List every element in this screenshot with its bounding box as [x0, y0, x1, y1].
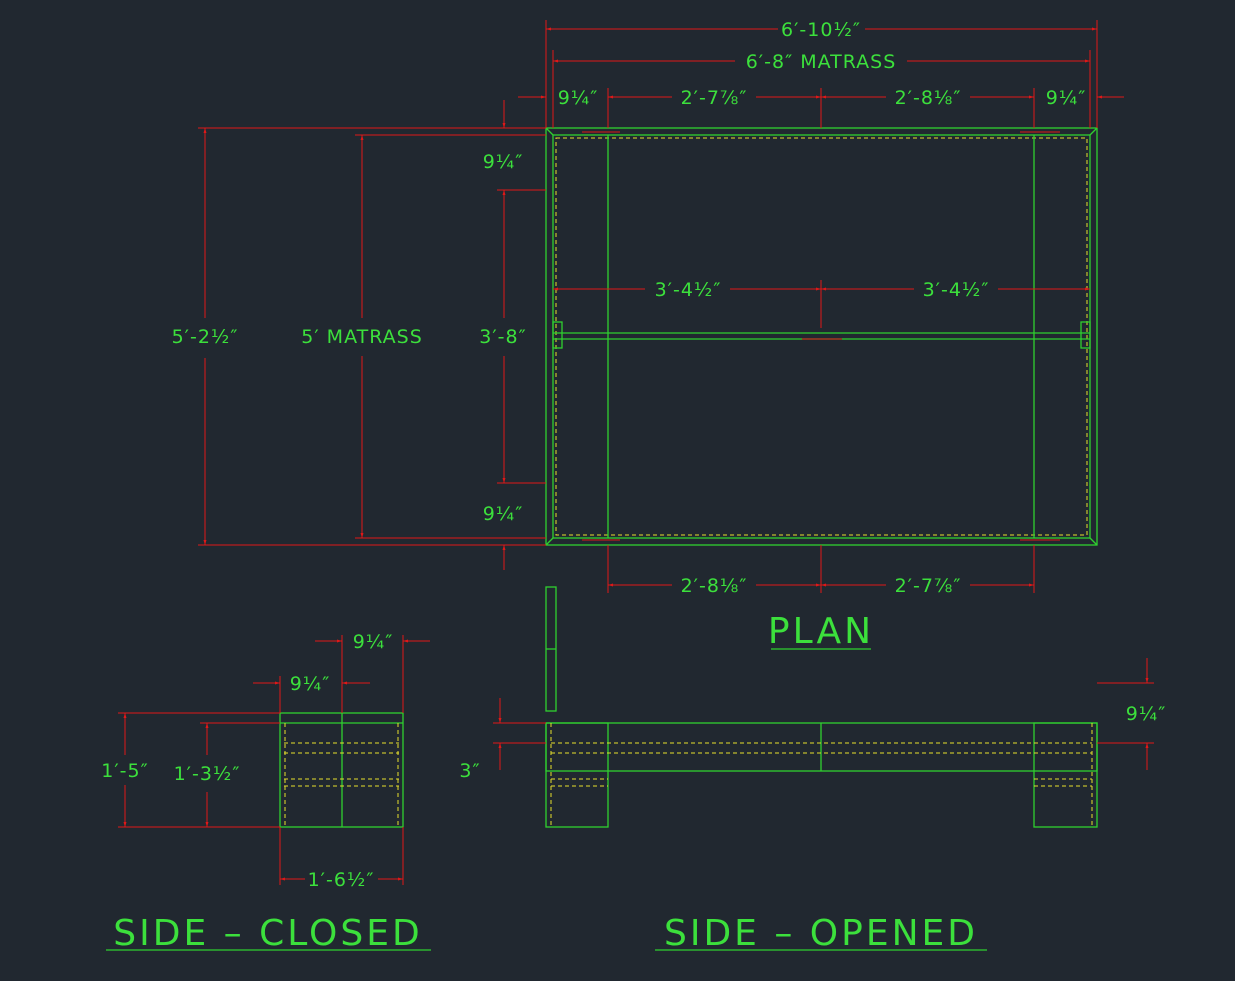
closed-width-label: 1′-6½″	[308, 869, 375, 891]
plan-top-left-edge-label: 9¼″	[558, 87, 599, 109]
side-opened-view: 3″ 9¼″ SIDE – OPENED	[459, 586, 1167, 954]
side-opened-title: SIDE – OPENED	[664, 913, 978, 954]
opened-left-leg	[545, 722, 609, 828]
plan-title: PLAN	[768, 611, 874, 652]
closed-inner-height-label: 1′-3½″	[174, 763, 241, 785]
plan-bottom-right-bay-label: 2′-7⅞″	[895, 575, 962, 597]
plan-mattress-outline	[555, 137, 1088, 536]
opened-right-leg	[1033, 722, 1098, 828]
plan-bottom-left-bay-label: 2′-8⅛″	[681, 575, 748, 597]
plan-inner-depth-label: 3′-8″	[479, 326, 526, 348]
plan-left-hinge	[552, 321, 563, 349]
plan-mattress-length-label: 6′-8″ MATRASS	[746, 51, 897, 73]
closed-height-label: 1′-5″	[101, 760, 148, 782]
plan-view: 6′-10½″ 6′-8″ MATRASS 9¼″ 2′-7⅞″ 2′-8⅛″ …	[172, 19, 1124, 652]
plan-top-left-bay-label: 2′-7⅞″	[681, 87, 748, 109]
plan-overall-depth-label: 5′-2½″	[172, 326, 239, 348]
plan-top-right-edge-label: 9¼″	[1046, 87, 1087, 109]
plan-mattress-width-label: 5′ MATRASS	[301, 326, 423, 348]
plan-top-right-bay-label: 2′-8⅛″	[895, 87, 962, 109]
plan-outer-frame	[545, 127, 1098, 546]
side-closed-view: 9¼″ 9¼″ 1′-5″ 1′-3½″ 1′-6½″ SIDE – CLOSE…	[101, 631, 431, 954]
side-closed-title: SIDE – CLOSED	[113, 913, 422, 954]
plan-inner-frame	[552, 134, 1091, 539]
plan-right-hinge	[1080, 321, 1091, 349]
plan-upper-margin-label: 9¼″	[483, 151, 524, 173]
plan-lower-margin-label: 9¼″	[483, 503, 524, 525]
closed-top-outer-label: 9¼″	[353, 631, 394, 653]
opened-clearance-label: 3″	[459, 760, 480, 782]
plan-mid-left-label: 3′-4½″	[655, 279, 722, 301]
opened-leg-label: 9¼″	[1126, 703, 1167, 725]
plan-overall-width-label: 6′-10½″	[781, 19, 861, 41]
closed-top-inner-label: 9¼″	[290, 673, 331, 695]
plan-mid-right-label: 3′-4½″	[923, 279, 990, 301]
